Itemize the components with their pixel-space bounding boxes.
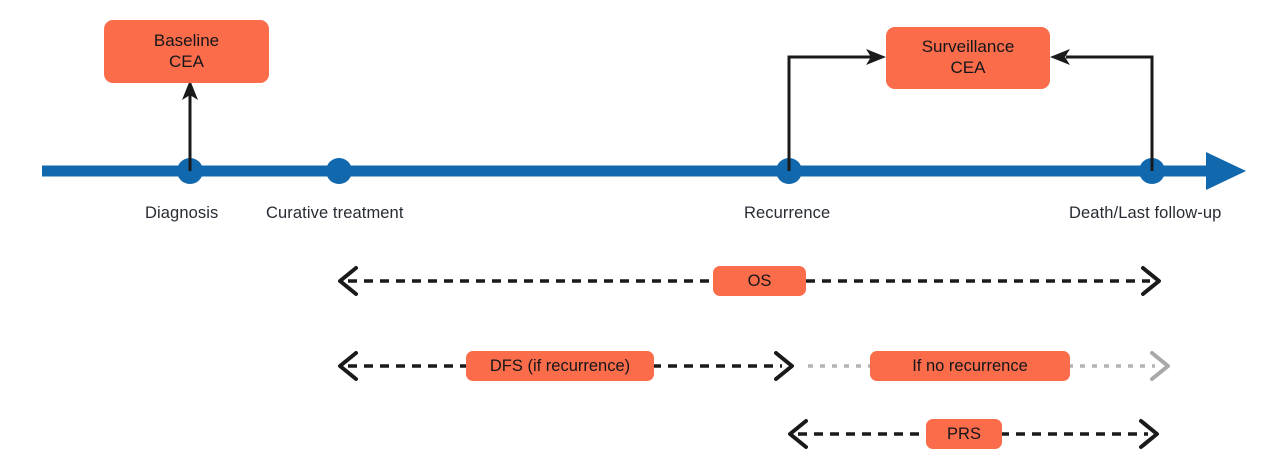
arrow-right-icon (774, 351, 794, 381)
arrow-up-icon (182, 80, 198, 100)
timeline-axis (42, 152, 1246, 190)
timeline-node-curative-treatment[interactable] (326, 158, 352, 184)
connector-elbow-line (1066, 55, 1154, 171)
timeline-axis-arrowhead-icon (1206, 152, 1246, 190)
arrow-right-icon (1150, 351, 1170, 381)
interval-dfs (338, 351, 794, 381)
arrow-left-icon (1050, 49, 1070, 65)
connector-elbow-line (787, 55, 872, 171)
arrow-right-icon (866, 49, 886, 65)
interval-if-no-recurrence (808, 351, 1170, 381)
connector-diagnosis-to-baseline-cea (182, 80, 198, 171)
arrow-left-icon (338, 266, 358, 296)
arrow-left-icon (788, 419, 808, 449)
interval-os (338, 266, 1161, 296)
connector-death-to-surveillance-cea (1050, 49, 1154, 171)
connector-recurrence-to-surveillance-cea (787, 49, 886, 171)
interval-prs (788, 419, 1159, 449)
arrow-right-icon (1141, 266, 1161, 296)
arrow-right-icon (1139, 419, 1159, 449)
arrow-left-icon (338, 351, 358, 381)
